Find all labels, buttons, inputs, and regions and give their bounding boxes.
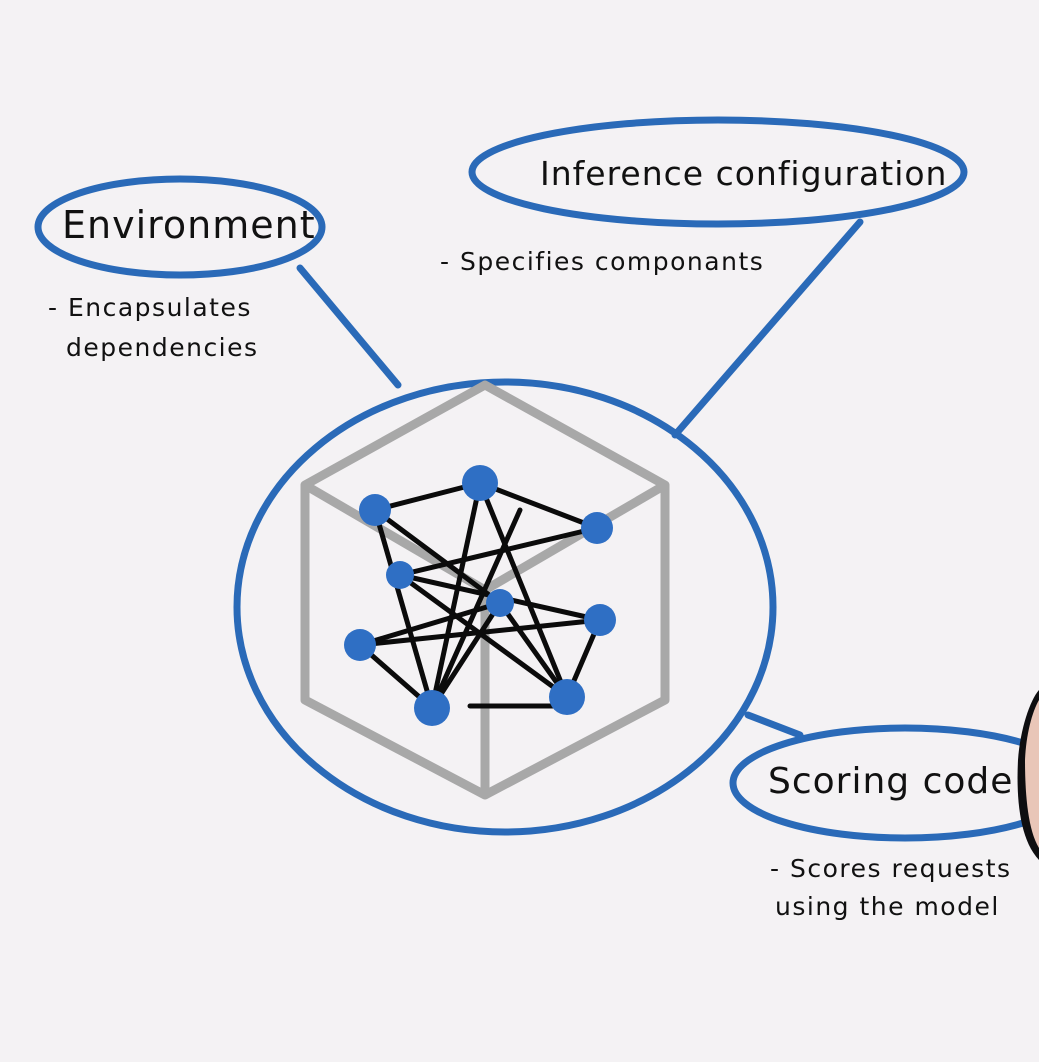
inference-configuration-bubble [468, 116, 968, 228]
network-nodes [344, 465, 616, 726]
network-node [386, 561, 414, 589]
environment-node: Environment - Encapsulates dependencies [34, 175, 326, 362]
inference-configuration-title: Inference configuration [540, 154, 947, 193]
scoring-code-note-line1: - Scores requests [770, 854, 1012, 883]
network-node [462, 465, 498, 501]
scoring-code-bubble [729, 724, 1039, 842]
presenter-hand [1017, 690, 1039, 860]
network-node [581, 512, 613, 544]
scoring-code-title: Scoring code [768, 761, 1013, 802]
environment-note-line1: - Encapsulates [48, 293, 252, 322]
environment-note-line2: dependencies [66, 333, 259, 362]
connector-scoring [744, 711, 804, 739]
connector-environment [296, 264, 402, 389]
network-node [584, 604, 616, 636]
network-node [414, 690, 450, 726]
network-node [359, 494, 391, 526]
scoring-code-node: Scoring code - Scores requests using the… [729, 724, 1039, 921]
network-node [486, 589, 514, 617]
environment-title: Environment [62, 203, 316, 247]
network-node [344, 629, 376, 661]
environment-bubble [34, 175, 326, 279]
inference-configuration-note: - Specifies componants [440, 247, 764, 276]
scoring-code-note-line2: using the model [775, 892, 1000, 921]
network-edges [357, 480, 603, 711]
inference-configuration-node: Inference configuration - Specifies comp… [440, 116, 968, 276]
central-circle [233, 378, 777, 836]
network-node [549, 679, 585, 715]
connectors [296, 218, 864, 739]
connector-inference [671, 218, 864, 439]
